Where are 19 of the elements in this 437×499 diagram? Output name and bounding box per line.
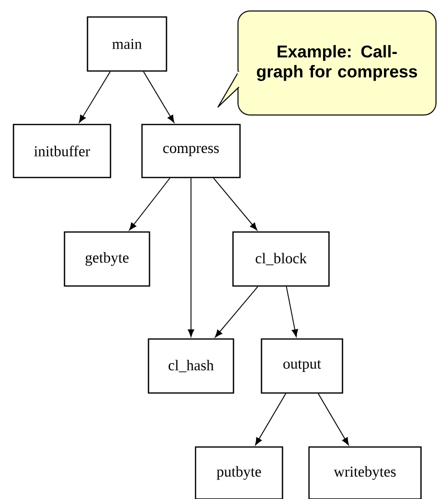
arrow — [143, 71, 174, 123]
arrow — [188, 178, 194, 337]
function-box: putbyte — [194, 446, 284, 499]
function-box: getbyte — [64, 231, 150, 287]
function-box: cl_block — [232, 231, 330, 287]
arrow — [213, 178, 258, 230]
function-box: compress — [141, 124, 241, 178]
function-box: output — [260, 338, 344, 394]
function-box: main — [86, 16, 168, 72]
arrow — [286, 286, 298, 338]
arrow — [78, 71, 111, 123]
arrow — [255, 393, 286, 446]
arrow — [129, 178, 170, 230]
function-box: initbuffer — [12, 124, 112, 178]
speech-bubble: Example: Call-graph for compress — [218, 10, 436, 116]
function-box: writebytes — [308, 446, 422, 499]
arrow — [318, 393, 349, 446]
function-box: cl_hash — [148, 338, 234, 394]
arrow — [214, 286, 258, 338]
